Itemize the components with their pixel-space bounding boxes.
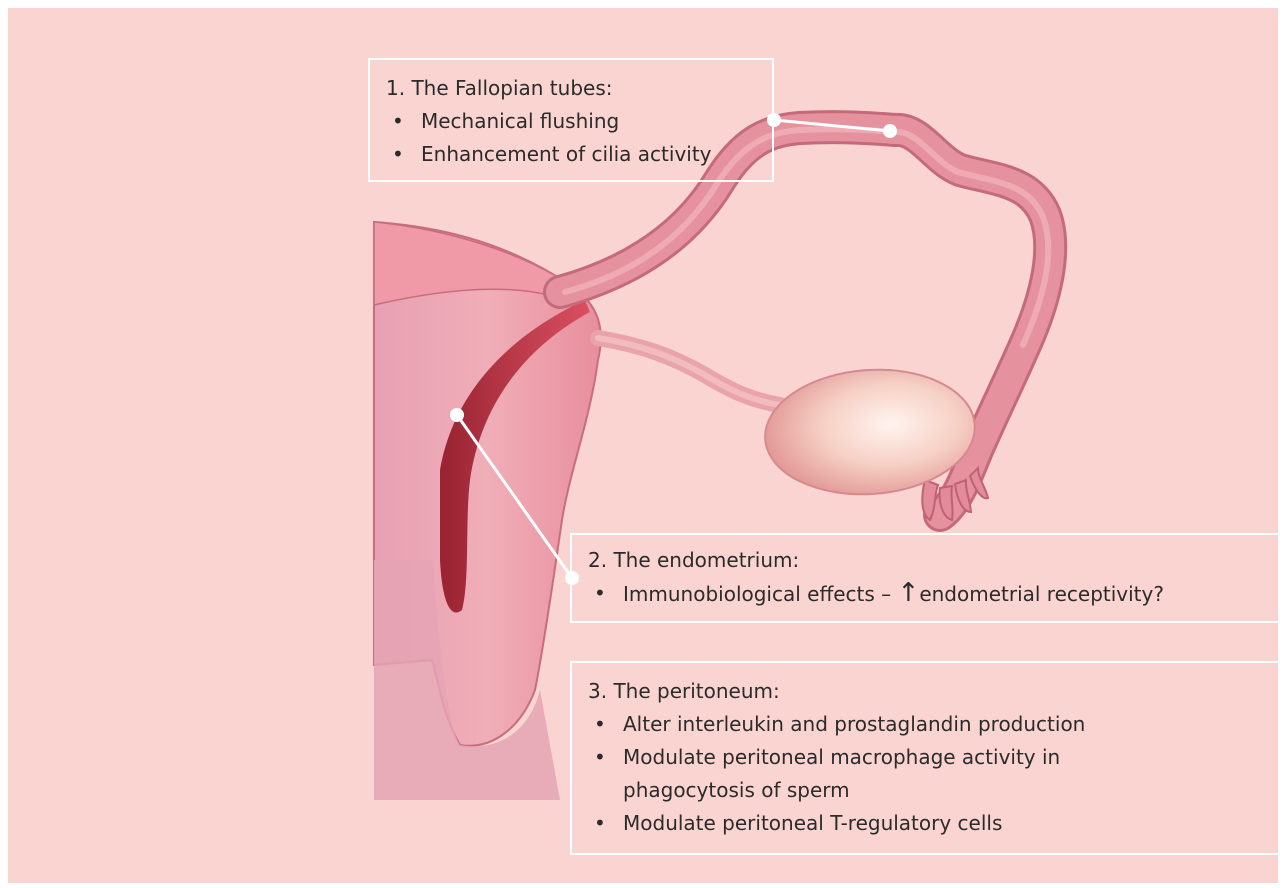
pointer-dot-endometrium-start — [450, 408, 464, 422]
list-item: Modulate peritoneal macrophage activity … — [588, 741, 1278, 807]
list-item: Enhancement of cilia activity — [386, 138, 772, 171]
list-item: Alter interleukin and prostaglandin prod… — [588, 708, 1278, 741]
callout-endometrium: 2. The endometrium: Immunobiological eff… — [570, 533, 1280, 623]
callout-title: 2. The endometrium: — [588, 544, 1278, 577]
list-item: Mechanical flushing — [386, 105, 772, 138]
callout-list: Mechanical flushing Enhancement of cilia… — [386, 105, 772, 171]
callout-peritoneum: 3. The peritoneum: Alter interleukin and… — [570, 661, 1280, 855]
up-arrow-icon: ↑ — [898, 578, 920, 608]
callout-title: 1. The Fallopian tubes: — [386, 72, 772, 105]
item-text: endometrial receptivity? — [919, 582, 1164, 606]
callout-title: 3. The peritoneum: — [588, 675, 1278, 708]
callout-list: Alter interleukin and prostaglandin prod… — [588, 708, 1278, 840]
list-item: Immunobiological effects – ↑endometrial … — [588, 577, 1278, 611]
callout-fallopian-tubes: 1. The Fallopian tubes: Mechanical flush… — [368, 58, 774, 182]
item-text: Immunobiological effects – — [623, 582, 898, 606]
callout-list: Immunobiological effects – ↑endometrial … — [588, 577, 1278, 611]
ovarian-ligament — [598, 338, 780, 405]
list-item: Modulate peritoneal T-regulatory cells — [588, 807, 1278, 840]
pointer-dot-tubes-end — [883, 124, 897, 138]
